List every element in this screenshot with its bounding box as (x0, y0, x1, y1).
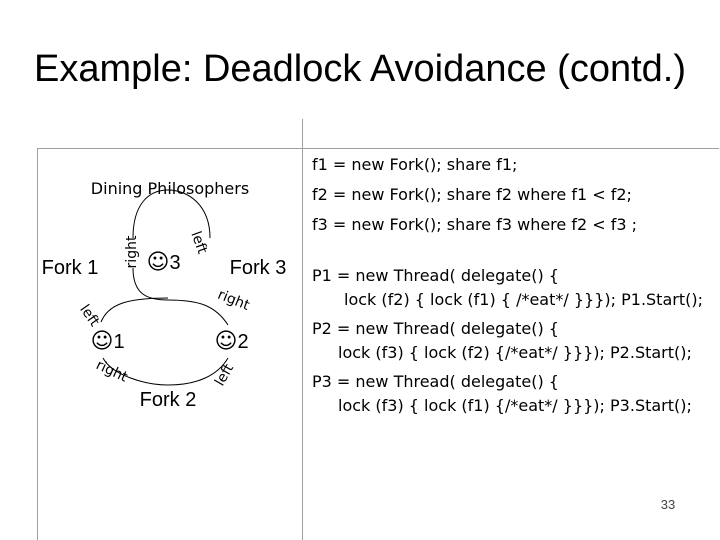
smiley-icon: ☺ (215, 329, 238, 354)
column-divider (302, 119, 303, 540)
arc-p1-to-p2 (102, 357, 229, 386)
code-decl-f2: f2 = new Fork(); share f2 where f1 < f2; (312, 185, 632, 204)
philosopher-1-number: 1 (113, 331, 124, 353)
arc-p3 (132, 189, 211, 239)
edge-label-p1-left: left (76, 302, 102, 330)
fork-2-label: Fork 2 (140, 389, 197, 411)
smiley-icon: ☺ (147, 250, 170, 275)
edge-label-p3-right: right (124, 235, 140, 268)
edge-label-p2-right: right (215, 287, 252, 314)
code-p2-line2: lock (f3) { lock (f2) {/*eat*/ }}}); P2.… (338, 343, 692, 362)
code-p1-line2: lock (f2) { lock (f1) { /*eat*/ }}}); P1… (344, 290, 703, 309)
philosopher-2-number: 2 (237, 331, 248, 353)
fork-3-label: Fork 3 (230, 257, 287, 279)
code-decl-f1: f1 = new Fork(); share f1; (312, 155, 518, 174)
arc-p3-to-p1 (100, 297, 169, 323)
philosopher-3: ☺ 3 (147, 250, 181, 275)
code-p1-line1: P1 = new Thread( delegate() { (312, 266, 559, 285)
edge-label-p3-left: left (187, 229, 210, 256)
edge-label-p2-left: left (212, 361, 237, 389)
slide-title: Example: Deadlock Avoidance (contd.) (34, 48, 686, 90)
diagram-heading: Dining Philosophers (91, 179, 249, 198)
edge-label-p1-right: right (93, 357, 130, 386)
code-p2-line1: P2 = new Thread( delegate() { (312, 319, 559, 338)
philosopher-1: ☺ 1 (91, 329, 125, 354)
content-frame (37, 148, 719, 540)
code-decl-f3: f3 = new Fork(); share f3 where f2 < f3 … (312, 215, 638, 234)
philosopher-2: ☺ 2 (215, 329, 249, 354)
code-p3-line1: P3 = new Thread( delegate() { (312, 372, 559, 391)
code-p3-line2: lock (f3) { lock (f1) {/*eat*/ }}}); P3.… (338, 396, 692, 415)
philosopher-3-number: 3 (169, 252, 180, 274)
arc-p3-to-p2 (132, 267, 229, 326)
page-number: 33 (660, 497, 676, 512)
smiley-icon: ☺ (91, 329, 114, 354)
fork-1-label: Fork 1 (42, 257, 99, 279)
